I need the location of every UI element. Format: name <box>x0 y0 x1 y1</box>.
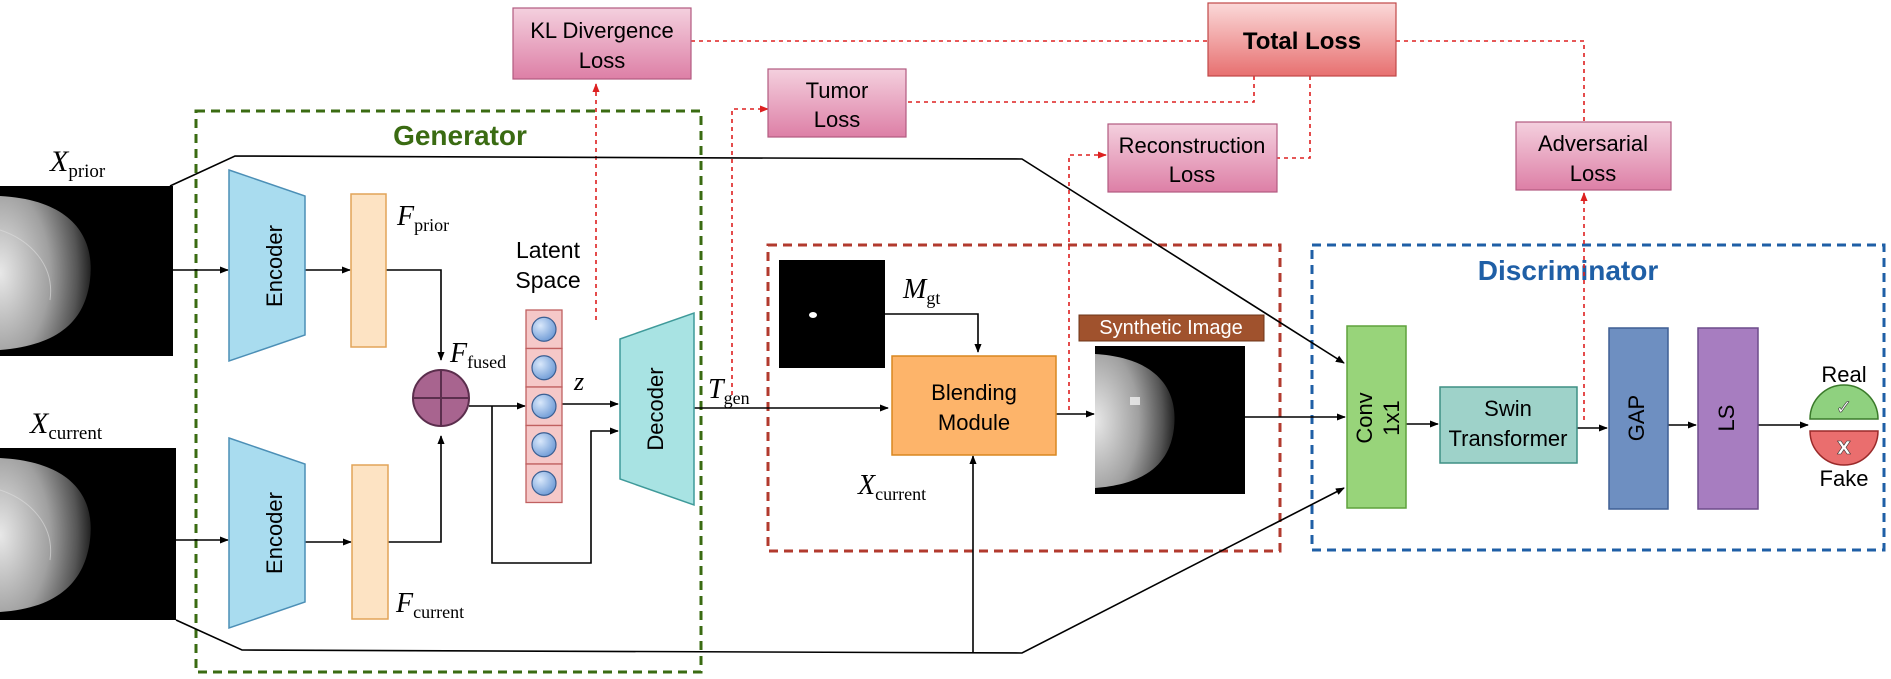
real-output-icon: ✓ <box>1809 384 1879 420</box>
feature-current-block <box>351 464 389 620</box>
fake-label: Fake <box>1820 466 1869 491</box>
svg-text:Swin: Swin <box>1484 396 1532 421</box>
z-label: z <box>573 367 584 396</box>
generator-title: Generator <box>393 120 527 151</box>
svg-text:Tumor: Tumor <box>806 78 869 103</box>
total-loss-box: Total Loss <box>1207 2 1397 77</box>
latent-vector <box>525 309 563 504</box>
current-mammogram-image <box>0 448 176 620</box>
fake-output-icon: X <box>1809 430 1879 466</box>
svg-text:Blending: Blending <box>931 380 1017 405</box>
total-to-recon-line <box>1277 76 1311 159</box>
tgen-to-tumor-line[interactable] <box>731 105 769 395</box>
svg-text:Reconstruction: Reconstruction <box>1119 133 1266 158</box>
latent-node <box>531 470 557 496</box>
latent-space-label-1: Latent <box>516 237 581 263</box>
svg-text:Loss: Loss <box>814 107 860 132</box>
ffused-label: Ffused <box>449 338 506 372</box>
discriminator-title: Discriminator <box>1478 255 1659 286</box>
encoder-current: Encoder <box>228 436 306 630</box>
svg-text:X: X <box>1837 438 1851 459</box>
total-to-tumor-line <box>905 76 1255 103</box>
fprior-to-fuse <box>386 269 445 361</box>
svg-text:Synthetic Image: Synthetic Image <box>1099 317 1242 339</box>
blending-module: Blending Module <box>891 355 1057 456</box>
fcurrent-label: Fcurrent <box>395 588 464 622</box>
feature-prior-block <box>350 193 387 348</box>
svg-text:Transformer: Transformer <box>1449 426 1568 451</box>
adversarial-loss-box: Adversarial Loss <box>1515 121 1672 191</box>
conv-1x1-block: Conv 1x1 <box>1346 325 1407 509</box>
gap-block: GAP <box>1608 327 1669 510</box>
discriminator-frame <box>1310 243 1886 552</box>
latent-space-label-2: Space <box>515 267 580 293</box>
svg-text:Loss: Loss <box>1169 162 1215 187</box>
xprior-label: Xprior <box>49 145 106 182</box>
latent-node <box>531 316 557 342</box>
svg-text:KL Divergence: KL Divergence <box>530 18 673 43</box>
svg-text:Module: Module <box>938 410 1010 435</box>
svg-text:Encoder: Encoder <box>262 492 287 574</box>
tumor-mask-image <box>779 260 885 368</box>
fprior-label: Fprior <box>396 201 449 235</box>
encoder-prior: Encoder <box>228 168 306 363</box>
tgen-label: Tgen <box>708 374 750 408</box>
xcurrent-label: Xcurrent <box>29 407 103 444</box>
svg-text:1x1: 1x1 <box>1379 400 1404 435</box>
reconstruction-loss-box: Reconstruction Loss <box>1107 123 1278 193</box>
fcurrent-to-fuse <box>388 435 445 543</box>
fusion-operator-icon <box>412 369 470 427</box>
mgt-label: Mgt <box>902 274 940 308</box>
svg-text:✓: ✓ <box>1836 395 1853 419</box>
real-label: Real <box>1821 362 1866 387</box>
svg-text:Loss: Loss <box>1570 161 1616 186</box>
total-to-adversarial-line <box>1396 40 1585 122</box>
xcurrent-bypass-line <box>175 487 1345 654</box>
svg-text:Conv: Conv <box>1352 392 1377 443</box>
latent-node <box>531 432 557 458</box>
svg-text:GAP: GAP <box>1624 395 1649 441</box>
kl-loss-box: KL Divergence Loss <box>512 7 692 80</box>
latent-node <box>531 393 557 419</box>
generator-frame <box>194 109 703 674</box>
tumor-loss-box: Tumor Loss <box>767 68 907 138</box>
swin-transformer-block: Swin Transformer <box>1439 386 1578 464</box>
latent-node <box>531 355 557 381</box>
fuse-skip-to-decoder <box>491 406 619 564</box>
synthetic-image-tag: Synthetic Image <box>1078 314 1265 342</box>
svg-text:Decoder: Decoder <box>643 367 668 450</box>
svg-text:Encoder: Encoder <box>262 225 287 307</box>
prior-mammogram-image <box>0 186 173 356</box>
blending-frame <box>766 243 1282 553</box>
decoder: Decoder <box>619 311 695 507</box>
xcurrent-blend-label: Xcurrent <box>857 470 926 504</box>
svg-text:Adversarial: Adversarial <box>1538 131 1648 156</box>
svg-text:LS: LS <box>1714 405 1739 432</box>
svg-text:Loss: Loss <box>579 48 625 73</box>
xprior-bypass-line <box>169 155 1345 364</box>
synthetic-mammogram-image <box>1095 346 1245 494</box>
svg-text:Total Loss: Total Loss <box>1243 28 1361 55</box>
mask-to-blend <box>885 313 982 353</box>
ls-block: LS <box>1697 327 1759 510</box>
